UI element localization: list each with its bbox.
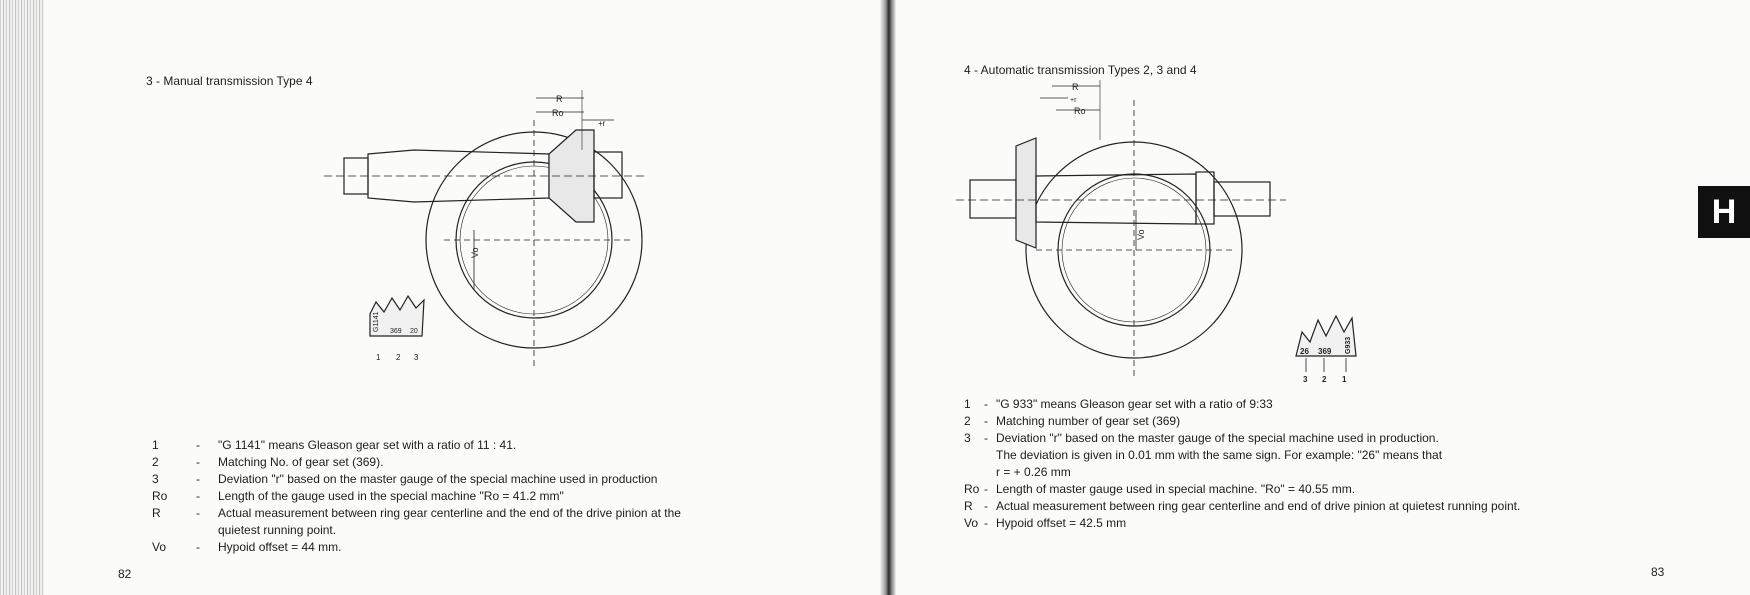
- right-collar: [1195, 171, 1215, 225]
- book-spine: [880, 0, 896, 595]
- legend-text: quietest running point.: [218, 523, 337, 537]
- left-tooth-num-1: 1: [376, 353, 381, 362]
- legend-text: The deviation is given in 0.01 mm with t…: [996, 448, 1443, 462]
- legend-key: 1: [964, 397, 971, 411]
- right-pinion-head: [1015, 137, 1037, 249]
- right-tooth-sketch: [1295, 314, 1357, 357]
- right-tooth-num-1: 1: [1342, 375, 1347, 384]
- legend-text: Length of the gauge used in the special …: [218, 489, 564, 503]
- legend-key: R: [152, 506, 161, 520]
- right-label-ro: Ro: [1074, 106, 1086, 116]
- section-tab-h[interactable]: H: [1698, 186, 1750, 238]
- legend-item: Vo-Hypoid offset = 44 mm.: [152, 539, 752, 556]
- legend-text: Matching No. of gear set (369).: [218, 455, 384, 469]
- right-gear-drawing: R +r Ro Vo 26 369 G933 3 2 1: [956, 80, 1357, 384]
- left-tooth-num-3: 3: [414, 353, 419, 362]
- legend-text: "G 1141" means Gleason gear set with a r…: [218, 438, 517, 452]
- legend-item: 3-Deviation "r" based on the master gaug…: [964, 430, 1684, 447]
- legend-item: 3-Deviation "r" based on the master gaug…: [152, 471, 752, 488]
- right-pinion-shaft: [1035, 173, 1197, 225]
- legend-key: 3: [152, 472, 159, 486]
- left-tooth-num-2: 2: [396, 353, 401, 362]
- legend-text: r = + 0.26 mm: [996, 465, 1071, 479]
- legend-item: 1-"G 933" means Gleason gear set with a …: [964, 396, 1684, 413]
- left-heading: 3 - Manual transmission Type 4: [146, 74, 313, 88]
- right-tooth-mid: 369: [1318, 347, 1332, 356]
- legend-key: R: [964, 499, 973, 513]
- right-shaft-end: [969, 179, 1017, 219]
- legend-key: 2: [152, 455, 159, 469]
- right-tooth-num-2: 2: [1322, 375, 1327, 384]
- legend-text: Hypoid offset = 44 mm.: [218, 540, 342, 554]
- legend-continuation: quietest running point.: [152, 522, 752, 539]
- left-label-rr: +r: [598, 119, 606, 128]
- left-page: 3 - Manual transmission Type 4 R Ro +r V…: [44, 0, 880, 595]
- legend-item: Ro-Length of the gauge used in the speci…: [152, 488, 752, 505]
- legend-item: Vo-Hypoid offset = 42.5 mm: [964, 515, 1684, 532]
- legend-text: Actual measurement between ring gear cen…: [996, 499, 1521, 513]
- left-gear-drawing: R Ro +r Vo G1141 369 20 1 2 3: [324, 90, 644, 370]
- legend-item: 2-Matching No. of gear set (369).: [152, 454, 752, 471]
- right-page-number: 83: [1651, 565, 1665, 579]
- legend-text: Deviation "r" based on the master gauge …: [218, 472, 658, 486]
- left-tooth-sketch: [369, 294, 425, 337]
- legend-text: "G 933" means Gleason gear set with a ra…: [996, 397, 1273, 411]
- legend-key: Vo: [152, 540, 167, 554]
- page-edge-left: [0, 0, 44, 595]
- right-legend: 1-"G 933" means Gleason gear set with a …: [964, 396, 1684, 532]
- right-label-r: R: [1072, 82, 1079, 92]
- right-label-vo: Vo: [1136, 229, 1146, 240]
- legend-continuation: r = + 0.26 mm: [964, 464, 1684, 481]
- left-shaft-stub: [593, 151, 623, 199]
- left-tooth-right: 20: [410, 328, 418, 335]
- legend-key: Vo: [964, 516, 979, 530]
- legend-key: 3: [964, 431, 971, 445]
- legend-item: R-Actual measurement between ring gear c…: [964, 498, 1684, 515]
- right-tooth-num-3: 3: [1303, 375, 1308, 384]
- legend-item: Ro-Length of master gauge used in specia…: [964, 481, 1684, 498]
- left-legend: 1-"G 1141" means Gleason gear set with a…: [152, 437, 752, 556]
- left-tooth-mid: 369: [390, 328, 402, 335]
- legend-text: Matching number of gear set (369): [996, 414, 1181, 428]
- right-tooth-code: G933: [1345, 337, 1352, 354]
- legend-key: Ro: [152, 489, 168, 503]
- legend-text: Length of master gauge used in special m…: [996, 482, 1356, 496]
- right-label-rr: +r: [1070, 97, 1077, 104]
- legend-item: 2-Matching number of gear set (369): [964, 413, 1684, 430]
- left-tooth-code: G1141: [373, 311, 380, 332]
- left-label-vo: Vo: [470, 247, 480, 258]
- legend-text: Hypoid offset = 42.5 mm: [996, 516, 1127, 530]
- legend-key: 2: [964, 414, 971, 428]
- left-label-ro: Ro: [552, 108, 564, 118]
- right-page: 4 - Automatic transmission Types 2, 3 an…: [896, 0, 1750, 595]
- legend-key: 1: [152, 438, 159, 452]
- right-tooth-left: 26: [1300, 347, 1309, 356]
- right-heading: 4 - Automatic transmission Types 2, 3 an…: [964, 63, 1197, 77]
- legend-text: Actual measurement between ring gear cen…: [218, 506, 681, 520]
- legend-item: R-Actual measurement between ring gear c…: [152, 505, 752, 522]
- legend-item: 1-"G 1141" means Gleason gear set with a…: [152, 437, 752, 454]
- right-shaft-stub: [1213, 181, 1271, 217]
- left-label-r: R: [556, 94, 563, 104]
- left-page-number: 82: [118, 567, 132, 581]
- legend-text: Deviation "r" based on the master gauge …: [996, 431, 1439, 445]
- legend-key: Ro: [964, 482, 980, 496]
- legend-continuation: The deviation is given in 0.01 mm with t…: [964, 447, 1684, 464]
